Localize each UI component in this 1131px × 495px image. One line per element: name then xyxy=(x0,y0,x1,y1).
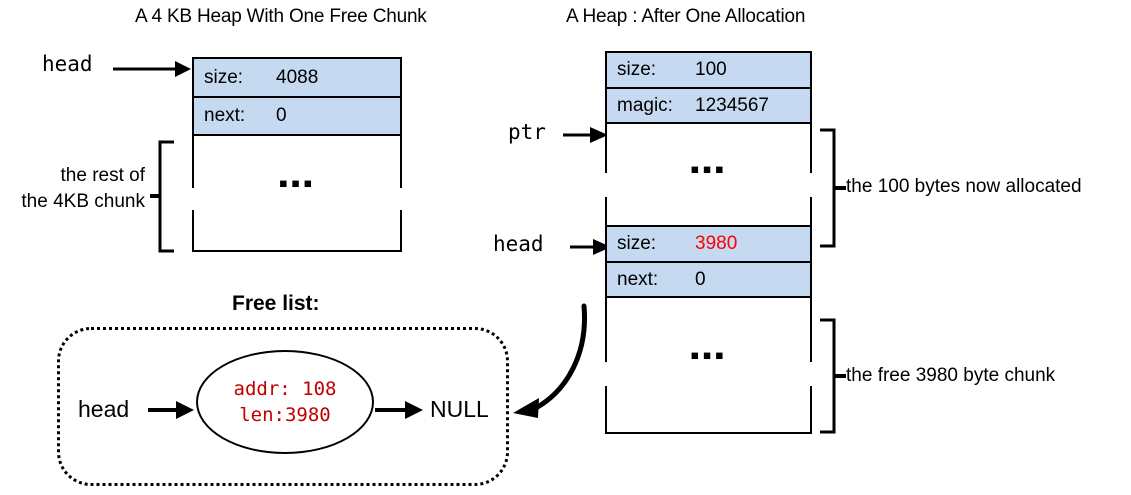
free-list-node: addr: 108 len:3980 xyxy=(196,350,374,454)
right-heap-field-size-free-value: 3980 xyxy=(695,233,738,254)
right-heap-alloc-gap-left xyxy=(603,173,608,197)
free-list-node-addr: addr: 108 xyxy=(233,378,337,400)
left-heap-field-next-key: next: xyxy=(204,105,246,126)
right-alloc-bracket-label: the 100 bytes now allocated xyxy=(846,176,1082,197)
left-heap-box: size: 4088 next: 0 ▪▪▪ xyxy=(192,57,402,252)
left-bracket-label-line2: the 4KB chunk xyxy=(21,191,145,212)
right-heap-alloc-ellipsis: ▪▪▪ xyxy=(690,154,727,184)
right-heap-free-gap-left xyxy=(603,362,608,386)
left-heap-field-size-key: size: xyxy=(204,66,244,88)
right-panel-title: A Heap : After One Allocation xyxy=(566,6,806,27)
right-ptr-arrow-icon xyxy=(563,127,608,143)
right-ptr-label: ptr xyxy=(508,120,546,144)
right-heap-field-size-alloc-value: 100 xyxy=(695,59,727,80)
right-heap-alloc-body: ▪▪▪ xyxy=(607,124,810,227)
left-head-label: head xyxy=(42,52,93,76)
right-heap-field-next-free-key: next: xyxy=(617,268,659,290)
right-heap-field-next-free-value: 0 xyxy=(695,268,706,290)
right-heap-free-ellipsis: ▪▪▪ xyxy=(690,340,727,370)
heap-to-freelist-curved-arrow-icon xyxy=(513,303,588,418)
free-list-title: Free list: xyxy=(232,292,320,315)
right-heap-field-magic-key: magic: xyxy=(617,94,673,116)
right-heap-box: size: 100 magic: 1234567 ▪▪▪ size: 3980 … xyxy=(605,51,812,434)
left-heap-field-size-value: 4088 xyxy=(276,66,319,88)
free-list-node-len: len:3980 xyxy=(239,404,331,426)
left-panel-title: A 4 KB Heap With One Free Chunk xyxy=(135,6,427,27)
left-heap-body-region: ▪▪▪ xyxy=(194,136,400,250)
left-heap-field-next-value: 0 xyxy=(276,105,287,126)
right-heap-field-next-free: next: 0 xyxy=(607,263,810,298)
free-list-head-arrow-icon xyxy=(148,401,194,419)
right-heap-free-gap-right xyxy=(809,362,814,386)
left-heap-ellipsis: ▪▪▪ xyxy=(278,168,316,198)
right-heap-field-size-alloc: size: 100 xyxy=(607,53,810,89)
left-bracket-label-line1: the rest of xyxy=(60,165,146,186)
free-list-null-label: NULL xyxy=(430,396,489,422)
left-bracket-label: the rest of the 4KB chunk xyxy=(0,163,145,215)
left-bracket-icon xyxy=(150,140,174,253)
left-heap-field-size: size: 4088 xyxy=(194,59,400,98)
left-heap-field-next: next: 0 xyxy=(194,98,400,136)
free-list-head-label: head xyxy=(78,396,130,422)
right-heap-field-magic: magic: 1234567 xyxy=(607,89,810,124)
right-free-bracket-icon xyxy=(820,318,846,434)
right-free-bracket-label: the free 3980 byte chunk xyxy=(846,365,1056,386)
right-heap-free-body: ▪▪▪ xyxy=(607,298,810,432)
right-heap-field-size-free-key: size: xyxy=(617,233,657,254)
right-heap-field-size-free: size: 3980 xyxy=(607,227,810,263)
right-heap-alloc-gap-right xyxy=(809,173,814,197)
right-head-arrow-icon xyxy=(570,239,611,255)
right-alloc-bracket-icon xyxy=(820,128,846,248)
left-heap-gap-right xyxy=(399,188,404,210)
left-head-arrow-icon xyxy=(113,61,191,77)
right-heap-field-magic-value: 1234567 xyxy=(695,94,769,116)
right-heap-field-size-alloc-key: size: xyxy=(617,59,657,80)
left-heap-gap-left xyxy=(190,188,195,210)
free-list-next-arrow-icon xyxy=(375,401,423,419)
right-head-label: head xyxy=(493,232,544,256)
free-list-container xyxy=(57,327,509,486)
